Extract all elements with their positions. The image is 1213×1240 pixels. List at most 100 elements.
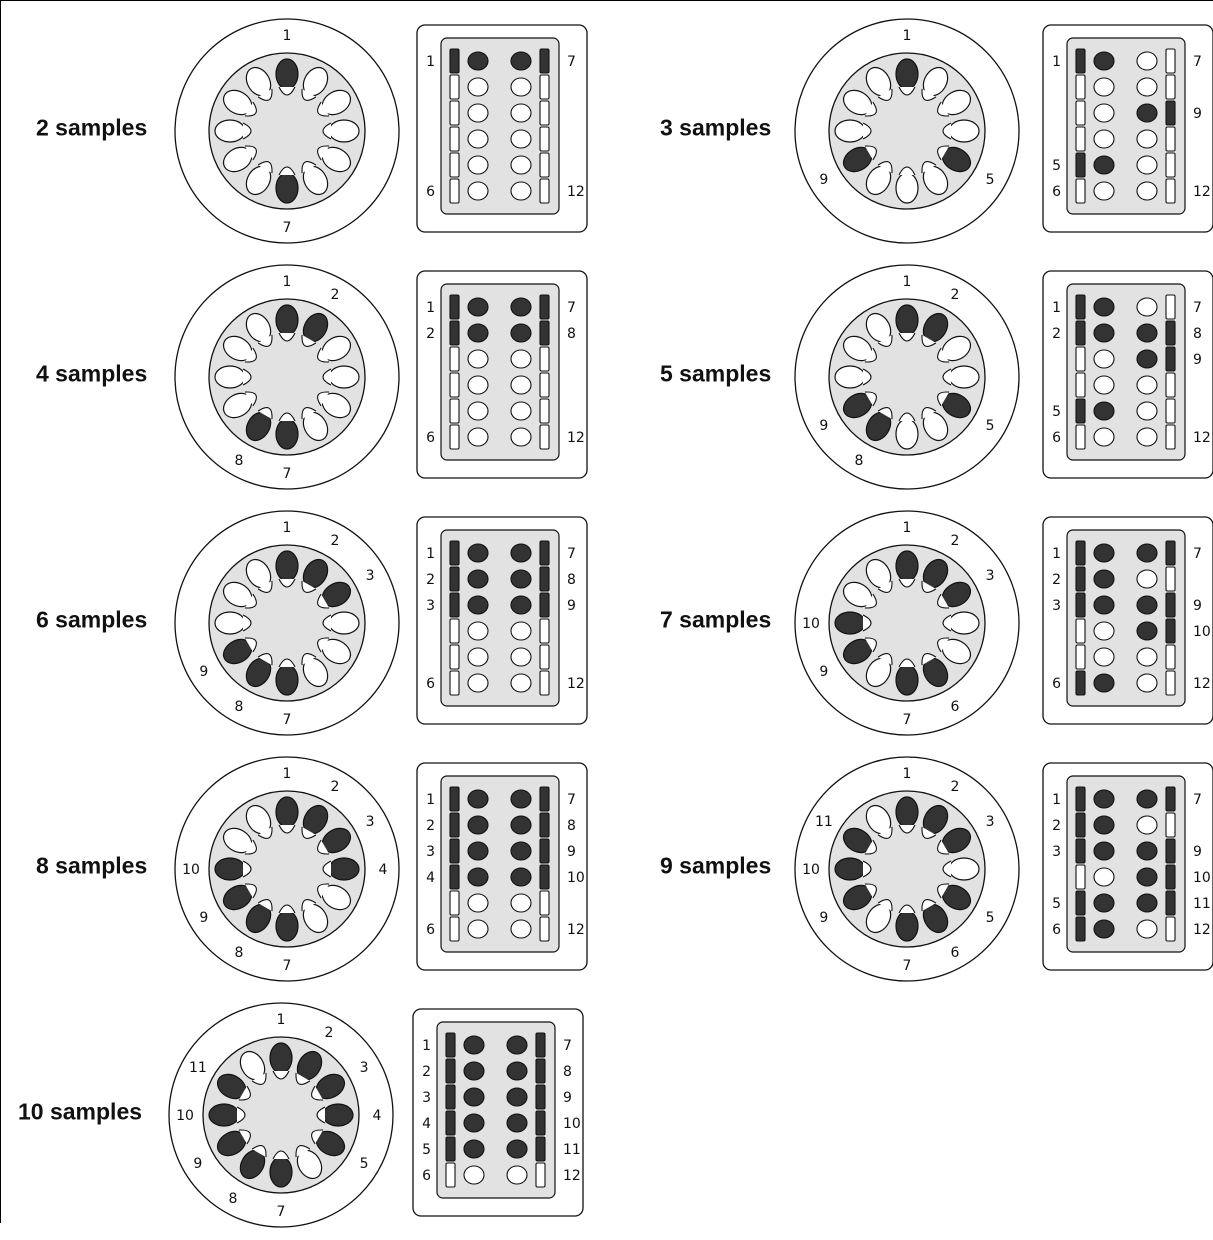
rotor-position-empty [834, 365, 872, 389]
rotor-position-empty [322, 365, 360, 389]
strip-tube-empty [467, 647, 489, 667]
rotor-position-empty [222, 89, 257, 117]
strip-position-label: 10 [1193, 870, 1211, 886]
tube-hinge [317, 145, 330, 161]
strip-tube-filled [510, 815, 532, 835]
strip-position-label: 3 [426, 844, 435, 860]
strip-tube-empty [506, 1165, 528, 1185]
tube-hinge [301, 161, 317, 174]
strip-slot-filled [1075, 48, 1086, 74]
rotor-position-filled [311, 1129, 346, 1157]
strip-slot-filled [539, 592, 550, 618]
strip-slot-filled [1165, 100, 1176, 126]
tube-hinge [864, 839, 877, 855]
strip-tube-empty [1093, 103, 1115, 123]
strip-tube-filled [467, 543, 489, 563]
rotor-position-filled [269, 1150, 293, 1188]
strip-slot-empty [449, 916, 460, 942]
tube-hinge [898, 578, 916, 588]
tube-hinge [301, 580, 317, 593]
strip-position-label: 8 [1193, 326, 1202, 342]
tube-hinge [301, 826, 317, 839]
strip-tube-filled [463, 1139, 485, 1159]
strip-tube-filled [467, 867, 489, 887]
rotor-position-filled [937, 883, 972, 911]
strip-tube-filled [1136, 867, 1158, 887]
strip-tube-empty [1093, 647, 1115, 667]
tube-hinge [921, 826, 937, 839]
tube-hinge [272, 1150, 290, 1160]
tube-cap [275, 58, 299, 90]
rotor-position-filled [834, 857, 872, 881]
tube-hinge [322, 614, 332, 632]
rotor-position-filled [322, 857, 360, 881]
rotor-hub [875, 591, 939, 655]
strip-slot-filled [539, 540, 550, 566]
tube-cap [895, 910, 919, 942]
strip-slot-filled [539, 838, 550, 864]
tube-hinge [301, 334, 317, 347]
tube-hinge [242, 614, 252, 632]
strip-slot-filled [1075, 670, 1086, 696]
strip-position-label: 1 [1052, 300, 1061, 316]
strip-tube-filled [1093, 815, 1115, 835]
strip-slot-filled [535, 1136, 546, 1162]
strip-slot-empty [449, 100, 460, 126]
strip-position-label: 1 [426, 792, 435, 808]
tube-hinge [317, 347, 330, 363]
rotor-position-empty [865, 312, 893, 347]
strip-position-label: 11 [563, 1142, 581, 1158]
tube-hinge [317, 593, 330, 609]
tube-hinge [257, 899, 273, 912]
strip-slot-filled [449, 864, 460, 890]
rotor-position-label: 9 [819, 910, 828, 926]
strip-tube-empty [467, 401, 489, 421]
rotor-position-label: 1 [283, 520, 292, 536]
tube-cap [328, 611, 360, 635]
strip-slot-filled [1165, 618, 1176, 644]
rotor-position-empty [245, 804, 273, 839]
strip-tube-filled [506, 1139, 528, 1159]
tube-hinge [278, 658, 296, 668]
rotor-diagram: 159 [794, 18, 1020, 244]
tube-hinge [272, 1070, 290, 1080]
strip-tube-empty [1093, 621, 1115, 641]
strip-slot-filled [1165, 864, 1176, 890]
tube-hinge [301, 88, 317, 101]
tube-hinge [278, 166, 296, 176]
rotor-position-label: 7 [283, 712, 292, 728]
rotor-position-empty [317, 637, 352, 665]
strip-slot-empty [539, 74, 550, 100]
tube-cap [275, 796, 299, 828]
tube-hinge [301, 899, 317, 912]
tube-cap [214, 365, 246, 389]
strip-slot-empty [1075, 644, 1086, 670]
rotor-position-label: 8 [229, 1191, 238, 1207]
strip-tube-filled [1136, 841, 1158, 861]
strip-tube-empty [1093, 129, 1115, 149]
strip-slot-empty [1165, 152, 1176, 178]
tube-hinge [898, 86, 916, 96]
strip-slot-filled [449, 592, 460, 618]
rotor-position-empty [245, 161, 273, 196]
rotor-position-filled [895, 550, 919, 588]
rotor-position-label: 3 [366, 814, 375, 830]
strip-tube-empty [467, 375, 489, 395]
strip-slot-filled [1165, 592, 1176, 618]
strip-position-label: 4 [426, 870, 435, 886]
strip-slot-empty [539, 670, 550, 696]
rotor-position-label: 10 [802, 616, 820, 632]
tube-cap [275, 418, 299, 450]
rotor-position-filled [269, 1042, 293, 1080]
strip-position-label: 9 [1193, 352, 1202, 368]
rotor-position-empty [865, 804, 893, 839]
strip-tube-filled [510, 569, 532, 589]
tube-cap [214, 611, 246, 635]
tube-hinge [244, 839, 257, 855]
strip-slot-empty [1165, 670, 1176, 696]
strip-tube-filled [1093, 595, 1115, 615]
rotor-position-empty [301, 407, 329, 442]
strip-position-label: 12 [567, 184, 585, 200]
strip-slot-empty [539, 372, 550, 398]
strip-position-label: 12 [1193, 430, 1211, 446]
